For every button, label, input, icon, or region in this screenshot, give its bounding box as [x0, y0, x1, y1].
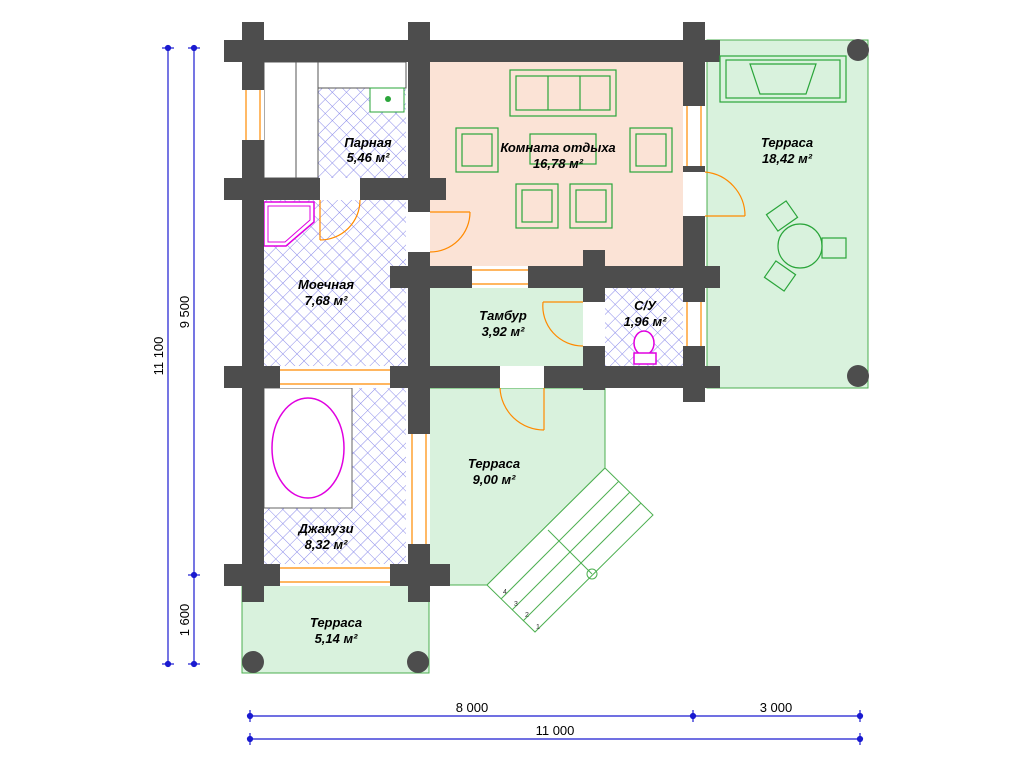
jacuzzi-tub [271, 397, 345, 499]
dimension-bottom-terrace: 3 000 [760, 700, 793, 715]
dimension-left-terrace: 1 600 [177, 604, 192, 637]
room-label-jacuzzi: Джакузи [297, 521, 353, 536]
room-label-rest: Комната отдыха [500, 140, 615, 155]
room-label-wash: Моечная [298, 277, 354, 292]
stair-step-2: 2 [525, 612, 529, 619]
entrance-stair: 1 2 3 4 [486, 467, 654, 633]
room-area-jacuzzi: 8,32 м² [305, 537, 349, 552]
stair-step-3: 3 [514, 601, 518, 608]
room-area-terrace-bottom: 5,14 м² [315, 631, 359, 646]
rest-room-furniture [455, 69, 673, 229]
room-area-steam: 5,46 м² [347, 150, 391, 165]
room-area-vestibule: 3,92 м² [482, 324, 526, 339]
stair-step-1: 1 [536, 624, 540, 631]
stair-step-4: 4 [503, 589, 507, 596]
room-area-wash: 7,68 м² [305, 293, 349, 308]
terrace-grill [719, 55, 847, 103]
terrace-right-area [706, 39, 869, 389]
room-area-rest: 16,78 м² [533, 156, 584, 171]
steam-room-bench-upper [295, 61, 319, 179]
door-swings [319, 171, 746, 431]
vestibule-floor [430, 288, 583, 366]
window-frames [245, 90, 702, 583]
dimension-bottom-main: 8 000 [456, 700, 489, 715]
openings [242, 90, 705, 586]
terrace-posts [242, 39, 869, 673]
toilet-icon [633, 330, 657, 365]
dimension-left-main: 9 500 [177, 296, 192, 329]
room-area-terrace-mid: 9,00 м² [473, 472, 517, 487]
steam-room-bench-top [317, 61, 407, 89]
room-label-terrace-right: Терраса [761, 135, 813, 150]
room-area-wc: 1,96 м² [624, 314, 668, 329]
room-label-vestibule: Тамбур [479, 308, 527, 323]
room-label-steam: Парная [344, 135, 392, 150]
room-label-terrace-mid: Терраса [468, 456, 520, 471]
room-label-terrace-bottom: Терраса [310, 615, 362, 630]
dimension-bottom-total: 11 000 [536, 723, 575, 738]
steam-room-bench [263, 61, 297, 179]
sauna-heater [369, 87, 405, 113]
terrace-dining-set [763, 200, 847, 292]
terrace-bottom-area [241, 584, 430, 674]
dimension-left-total: 11 100 [151, 337, 166, 376]
room-label-wc: С/У [634, 298, 657, 313]
room-area-terrace-right: 18,42 м² [762, 151, 813, 166]
dimension-lines [162, 44, 864, 745]
